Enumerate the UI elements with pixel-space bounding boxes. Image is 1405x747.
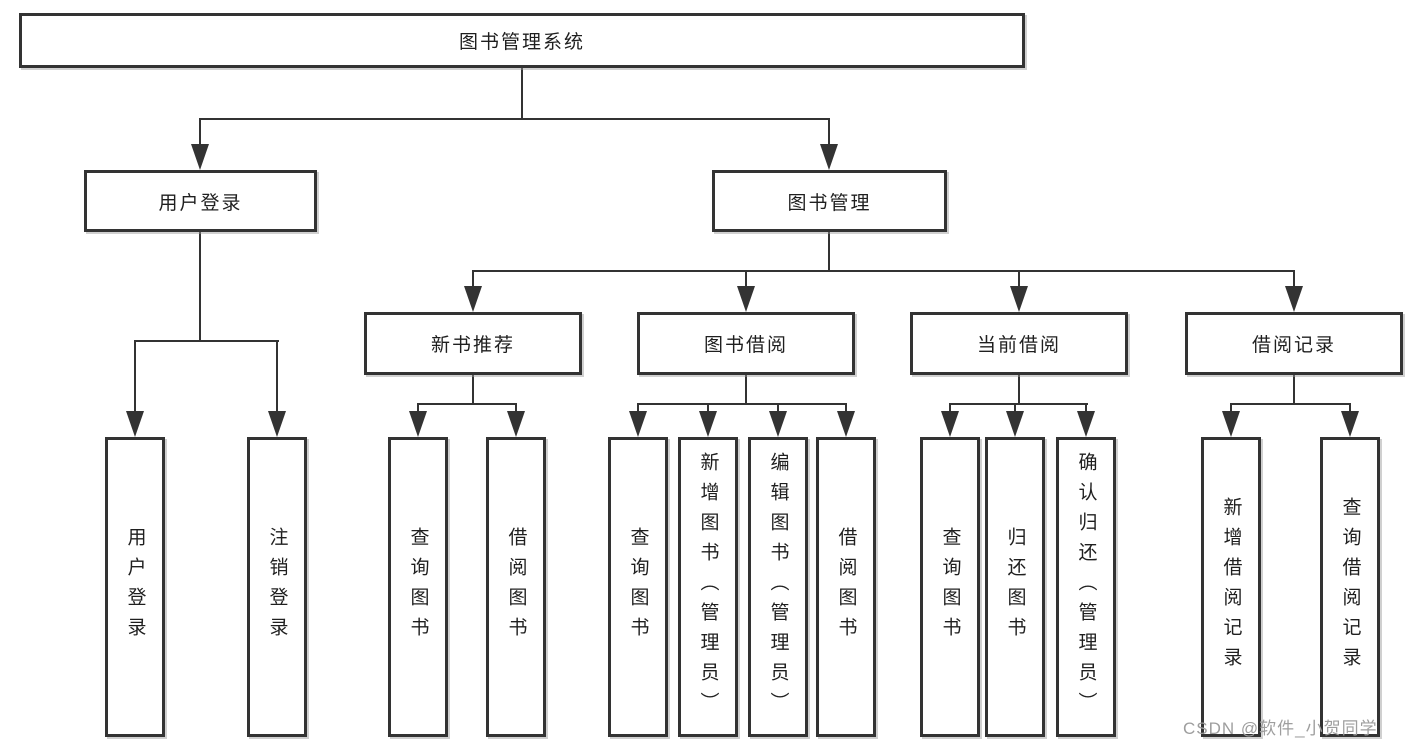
leaf-user-login-label: 用户登录 [124, 527, 146, 647]
arrowhead-down-icon [737, 286, 755, 312]
node-book-management-label: 图书管理 [787, 192, 872, 214]
line-vertical [276, 340, 278, 411]
leaf-return-books-label: 归还图书 [1004, 527, 1026, 647]
line-vertical [1018, 270, 1020, 288]
leaf-query-books-current: 查询图书 [920, 437, 980, 737]
leaf-query-books-recommend-label: 查询图书 [407, 527, 429, 647]
leaf-edit-book-admin-label: 编辑图书（管理员） [767, 452, 789, 722]
node-user-login-label: 用户登录 [158, 192, 243, 214]
arrowhead-down-icon [126, 411, 144, 437]
leaf-add-book-admin: 新增图书（管理员） [678, 437, 738, 737]
line-vertical [521, 68, 523, 118]
node-library-system-label: 图书管理系统 [458, 32, 585, 53]
leaf-query-books-borrow: 查询图书 [608, 437, 668, 737]
line-vertical [1085, 403, 1087, 413]
arrowhead-down-icon [1285, 286, 1303, 312]
line-vertical [199, 118, 201, 146]
leaf-confirm-return-admin: 确认归还（管理员） [1056, 437, 1116, 737]
leaf-return-books: 归还图书 [985, 437, 1045, 737]
line-vertical [1230, 403, 1232, 413]
line-vertical [707, 403, 709, 413]
node-borrowing-records-label: 借阅记录 [1251, 335, 1336, 356]
leaf-add-borrow-record: 新增借阅记录 [1201, 437, 1261, 737]
node-current-borrowing: 当前借阅 [910, 312, 1128, 375]
arrowhead-down-icon [191, 144, 209, 170]
line-vertical [828, 118, 830, 146]
line-horizontal [637, 403, 847, 405]
leaf-add-book-admin-label: 新增图书（管理员） [697, 452, 719, 722]
line-vertical [1014, 403, 1016, 413]
arrowhead-down-icon [699, 411, 717, 437]
leaf-query-books-borrow-label: 查询图书 [627, 527, 649, 647]
node-current-borrowing-label: 当前借阅 [976, 335, 1061, 356]
node-new-book-recommendation-label: 新书推荐 [430, 335, 515, 356]
line-vertical [1293, 270, 1295, 288]
arrowhead-down-icon [1006, 411, 1024, 437]
leaf-confirm-return-admin-label: 确认归还（管理员） [1075, 452, 1097, 722]
arrowhead-down-icon [1222, 411, 1240, 437]
line-vertical [828, 232, 830, 272]
line-vertical [515, 403, 517, 413]
line-vertical [134, 340, 136, 411]
leaf-borrow-books: 借阅图书 [816, 437, 876, 737]
arrowhead-down-icon [1077, 411, 1095, 437]
arrowhead-down-icon [769, 411, 787, 437]
arrowhead-down-icon [507, 411, 525, 437]
arrowhead-down-icon [629, 411, 647, 437]
leaf-logout: 注销登录 [247, 437, 307, 737]
node-borrowing-records: 借阅记录 [1185, 312, 1403, 375]
line-vertical [745, 375, 747, 405]
leaf-borrow-books-recommend-label: 借阅图书 [505, 527, 527, 647]
arrowhead-down-icon [820, 144, 838, 170]
arrowhead-down-icon [837, 411, 855, 437]
leaf-edit-book-admin: 编辑图书（管理员） [748, 437, 808, 737]
line-vertical [1293, 375, 1295, 405]
line-vertical [845, 403, 847, 413]
leaf-borrow-books-recommend: 借阅图书 [486, 437, 546, 737]
leaf-logout-label: 注销登录 [266, 527, 288, 647]
line-vertical [637, 403, 639, 413]
leaf-borrow-books-label: 借阅图书 [835, 527, 857, 647]
line-horizontal [472, 270, 1295, 272]
arrowhead-down-icon [1010, 286, 1028, 312]
leaf-query-books-current-label: 查询图书 [939, 527, 961, 647]
line-horizontal [134, 340, 279, 342]
line-vertical [472, 270, 474, 288]
line-vertical [777, 403, 779, 413]
arrowhead-down-icon [268, 411, 286, 437]
arrowhead-down-icon [464, 286, 482, 312]
leaf-query-borrow-record-label: 查询借阅记录 [1339, 497, 1361, 677]
watermark: CSDN @软件_小贺同学 [1183, 719, 1378, 738]
leaf-query-borrow-record: 查询借阅记录 [1320, 437, 1380, 737]
arrowhead-down-icon [409, 411, 427, 437]
line-vertical [1018, 375, 1020, 405]
node-user-login: 用户登录 [84, 170, 317, 232]
line-vertical [1349, 403, 1351, 413]
node-library-system: 图书管理系统 [19, 13, 1025, 68]
line-vertical [199, 232, 201, 342]
line-vertical [949, 403, 951, 413]
leaf-query-books-recommend: 查询图书 [388, 437, 448, 737]
line-horizontal [949, 403, 1088, 405]
node-book-management: 图书管理 [712, 170, 947, 232]
line-horizontal [199, 118, 830, 120]
arrowhead-down-icon [941, 411, 959, 437]
node-new-book-recommendation: 新书推荐 [364, 312, 582, 375]
line-horizontal [1230, 403, 1351, 405]
leaf-user-login: 用户登录 [105, 437, 165, 737]
line-vertical [417, 403, 419, 413]
line-horizontal [417, 403, 517, 405]
line-vertical [745, 270, 747, 288]
arrowhead-down-icon [1341, 411, 1359, 437]
line-vertical [472, 375, 474, 405]
node-book-borrowing: 图书借阅 [637, 312, 855, 375]
leaf-add-borrow-record-label: 新增借阅记录 [1220, 497, 1242, 677]
node-book-borrowing-label: 图书借阅 [703, 335, 788, 356]
